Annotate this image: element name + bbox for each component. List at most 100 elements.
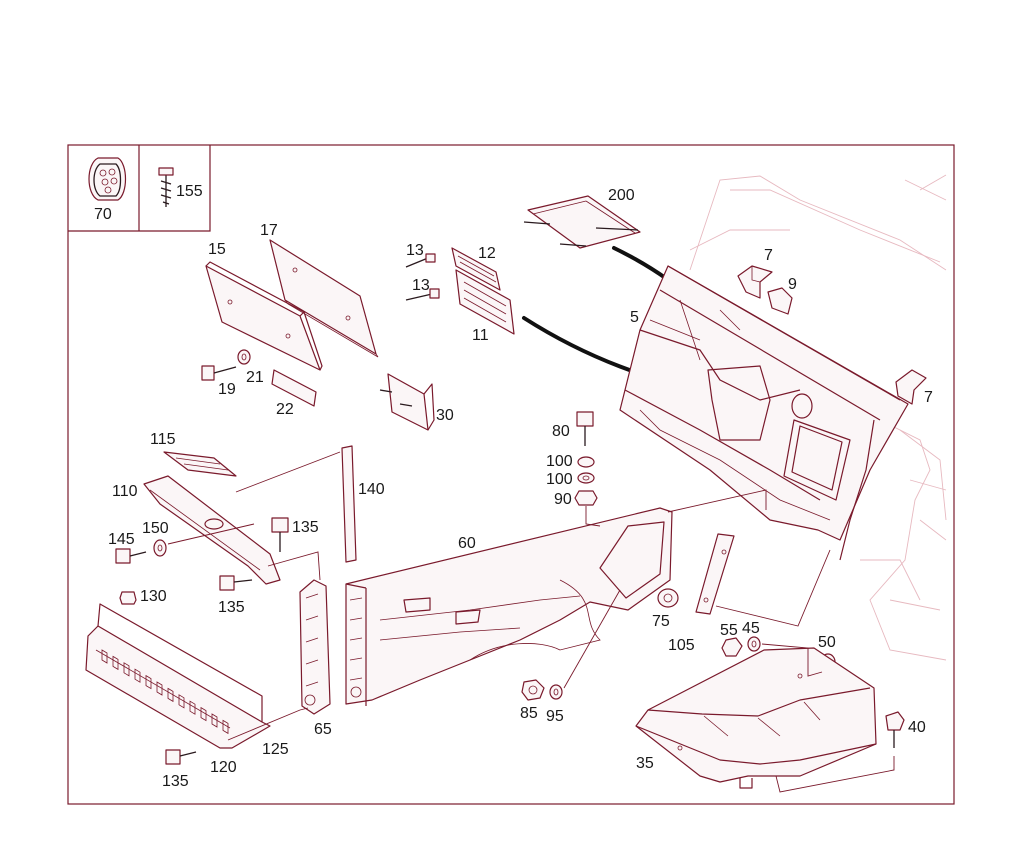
side-panel-part-60[interactable] [345, 507, 673, 706]
label-part-45: 45 [742, 620, 760, 637]
grommet-part-70[interactable] [88, 157, 127, 201]
upright-part-140[interactable] [341, 445, 357, 563]
washer-part-100-upper[interactable] [577, 456, 595, 468]
nut-part-85[interactable] [521, 679, 545, 701]
rail-slot [211, 713, 218, 728]
label-part-65: 65 [314, 721, 332, 738]
label-part-95: 95 [546, 708, 564, 725]
washer-part-21[interactable] [237, 349, 251, 365]
label-part-150: 150 [142, 520, 169, 537]
label-part-60: 60 [458, 535, 476, 552]
washer-part-45[interactable] [747, 636, 761, 652]
label-part-100-lower: 100 [546, 471, 573, 488]
bracket-part-30[interactable] [379, 373, 435, 431]
label-part-70: 70 [94, 206, 112, 223]
nut-part-55[interactable] [721, 637, 743, 657]
bolt-part-13-lower[interactable] [405, 288, 440, 301]
label-part-110: 110 [112, 483, 138, 500]
rail-slot [134, 668, 141, 683]
label-part-9: 9 [788, 276, 797, 293]
rail-slot [178, 694, 185, 709]
label-part-15: 15 [208, 241, 226, 258]
label-part-40: 40 [908, 719, 926, 736]
part-labels: 70 155 200 17 15 13 12 13 11 7 9 5 7 19 … [94, 183, 933, 790]
gasket-part-12[interactable] [451, 247, 501, 291]
bolt-part-80[interactable] [576, 411, 594, 446]
rail-slot [123, 662, 130, 677]
rail-slot [101, 649, 108, 664]
leader-lines [167, 451, 895, 793]
bracket-part-7-lower[interactable] [895, 369, 927, 405]
label-part-13-lower: 13 [412, 277, 430, 294]
washer-part-150[interactable] [153, 539, 167, 557]
label-part-17: 17 [260, 222, 278, 239]
rail-slots-part-125[interactable] [101, 649, 229, 735]
label-part-80: 80 [552, 423, 570, 440]
label-part-120: 120 [210, 759, 237, 776]
bracket-part-7-upper[interactable] [737, 265, 773, 299]
bolt-part-135-lower[interactable] [165, 749, 197, 765]
label-part-155: 155 [176, 183, 203, 200]
bolt-part-145[interactable] [115, 548, 147, 564]
bolt-part-135-upper[interactable] [271, 517, 289, 552]
rail-part-120[interactable] [85, 603, 271, 749]
cover-plate-part-200[interactable] [523, 195, 641, 249]
rail-slot [222, 719, 229, 735]
label-part-135-middle: 135 [218, 599, 245, 616]
support-arm-part-110[interactable] [143, 475, 281, 585]
label-part-35: 35 [636, 755, 654, 772]
clip-part-9[interactable] [767, 287, 793, 315]
label-part-85: 85 [520, 705, 538, 722]
panel-part-17[interactable] [269, 239, 379, 358]
label-part-115: 115 [150, 431, 176, 448]
label-part-135-lower: 135 [162, 773, 189, 790]
label-part-12: 12 [478, 245, 496, 262]
label-part-140: 140 [358, 481, 385, 498]
label-part-7-lower: 7 [924, 389, 933, 406]
screw-part-155[interactable] [158, 167, 174, 207]
washer-part-95[interactable] [549, 684, 563, 700]
diagram-frame [67, 144, 955, 805]
bolt-part-13-upper[interactable] [405, 253, 436, 268]
label-part-55: 55 [720, 622, 738, 639]
label-part-7-upper: 7 [764, 247, 773, 264]
spacer-part-75[interactable] [657, 588, 679, 608]
bolt-part-19[interactable] [201, 365, 237, 381]
label-part-100-upper: 100 [546, 453, 573, 470]
label-part-135-upper: 135 [292, 519, 319, 536]
background-body-outline [689, 174, 947, 661]
plate-part-11[interactable] [455, 269, 515, 335]
label-part-125: 125 [262, 741, 289, 758]
legend-box-frame [68, 145, 211, 232]
nut-part-90[interactable] [574, 490, 598, 506]
washer-part-100-lower[interactable] [577, 472, 595, 484]
tray-part-35[interactable] [635, 647, 877, 789]
label-part-19: 19 [218, 381, 236, 398]
bolt-part-40[interactable] [885, 711, 905, 748]
label-part-21: 21 [246, 369, 264, 386]
insulation-block-part-15[interactable] [205, 261, 323, 371]
label-part-22: 22 [276, 401, 294, 418]
label-part-13-upper: 13 [406, 242, 424, 259]
rail-slot [112, 655, 119, 671]
rail-slot [189, 700, 196, 715]
pad-part-115[interactable] [163, 451, 237, 477]
label-part-145: 145 [108, 531, 135, 548]
column-part-65[interactable] [299, 579, 331, 715]
strip-part-22[interactable] [271, 369, 317, 407]
label-part-5: 5 [630, 309, 639, 326]
label-part-30: 30 [436, 407, 454, 424]
strip-part-105[interactable] [695, 533, 735, 615]
label-part-200: 200 [608, 187, 635, 204]
rail-slot [167, 687, 174, 703]
nut-part-130[interactable] [119, 591, 137, 605]
rail-slot [200, 706, 207, 722]
rail-slot [145, 674, 152, 690]
rail-slot [156, 681, 163, 696]
bolt-part-135-middle[interactable] [219, 575, 253, 591]
label-part-11: 11 [472, 327, 489, 344]
cowl-assembly-part-5[interactable] [619, 265, 909, 561]
label-part-50: 50 [818, 634, 836, 651]
label-part-75: 75 [652, 613, 670, 630]
